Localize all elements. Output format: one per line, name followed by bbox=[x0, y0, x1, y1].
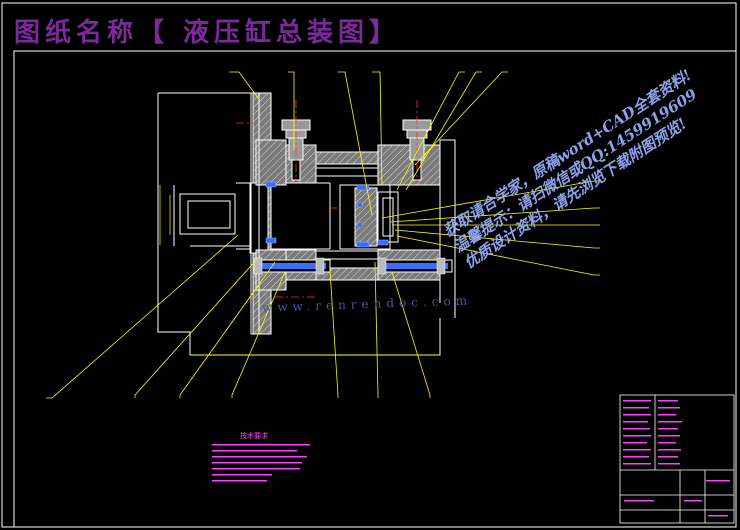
title-block bbox=[619, 394, 735, 524]
leader-lines bbox=[46, 71, 600, 399]
dimensions bbox=[159, 185, 440, 356]
seals bbox=[265, 181, 389, 248]
title-block-text bbox=[623, 400, 730, 517]
technical-notes bbox=[212, 444, 310, 482]
left-flange bbox=[249, 92, 287, 335]
tie-bolts bbox=[253, 257, 453, 275]
technical-requirements-heading: 技术要求 bbox=[240, 431, 268, 440]
drawing-title: 图纸名称【 液压缸总装图】 bbox=[14, 18, 401, 48]
centerlines bbox=[236, 100, 418, 298]
inner-border bbox=[13, 50, 737, 528]
